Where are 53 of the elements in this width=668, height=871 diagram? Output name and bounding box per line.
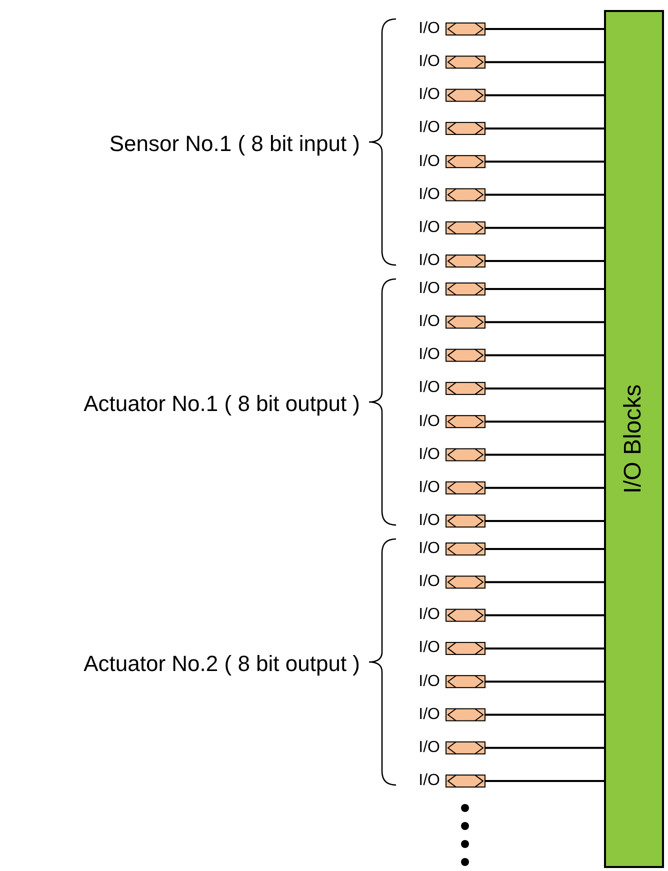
pin-label: I/O bbox=[418, 480, 440, 496]
pin-label: I/O bbox=[418, 740, 440, 756]
group-label: Sensor No.1 ( 8 bit input ) bbox=[109, 133, 360, 156]
io-pin-line bbox=[446, 514, 604, 528]
io-pin-line bbox=[446, 254, 604, 268]
pin-label: I/O bbox=[418, 314, 440, 330]
io-pin-line bbox=[446, 542, 604, 556]
pin-label: I/O bbox=[418, 87, 440, 104]
pin-label: I/O bbox=[418, 706, 440, 723]
pin-label: I/O bbox=[418, 380, 440, 396]
pin-label: I/O bbox=[418, 541, 440, 557]
block-label: I/O Blocks bbox=[619, 384, 648, 494]
pin-label: I/O bbox=[418, 347, 440, 364]
io-pin-line bbox=[446, 415, 604, 428]
pin-label: I/O bbox=[418, 253, 440, 270]
group-label: Actuator No.1 ( 8 bit output ) bbox=[84, 393, 360, 416]
pin-label: I/O bbox=[418, 220, 440, 236]
io-pin-line bbox=[446, 122, 604, 135]
pin-label: I/O bbox=[418, 446, 440, 463]
io-pin-line bbox=[446, 348, 604, 362]
io-pin-line bbox=[446, 282, 604, 296]
io-block-bar bbox=[604, 10, 664, 868]
pin-label: I/O bbox=[418, 186, 440, 203]
pin-label: I/O bbox=[418, 281, 440, 297]
io-pin-line bbox=[446, 316, 604, 329]
io-pin-line bbox=[446, 642, 604, 655]
pin-label: I/O bbox=[418, 674, 440, 690]
io-pin-line bbox=[446, 675, 604, 688]
io-pin-line bbox=[446, 155, 604, 168]
pin-label: I/O bbox=[418, 21, 440, 37]
pin-label: I/O bbox=[418, 154, 440, 170]
io-pin-line bbox=[446, 382, 604, 395]
io-pin-line bbox=[446, 448, 604, 462]
pin-label: I/O bbox=[418, 773, 440, 790]
pin-label: I/O bbox=[418, 640, 440, 656]
io-pin-line bbox=[446, 481, 604, 494]
io-pin-line bbox=[446, 56, 604, 69]
io-pin-line bbox=[446, 608, 604, 622]
group-label: Actuator No.2 ( 8 bit output ) bbox=[84, 653, 360, 676]
pin-label: I/O bbox=[418, 574, 440, 590]
pin-label: I/O bbox=[418, 513, 440, 530]
pin-label: I/O bbox=[418, 120, 440, 136]
io-pin-line bbox=[446, 708, 604, 722]
pin-label: I/O bbox=[418, 54, 440, 70]
io-pin-line bbox=[446, 576, 604, 589]
io-pin-line bbox=[446, 22, 604, 36]
io-pin-line bbox=[446, 774, 604, 788]
io-pin-line bbox=[446, 221, 604, 234]
pin-label: I/O bbox=[418, 607, 440, 624]
io-pin-line bbox=[446, 741, 604, 754]
pin-label: I/O bbox=[418, 414, 440, 430]
io-pin-line bbox=[446, 88, 604, 102]
io-pin-line bbox=[446, 188, 604, 202]
